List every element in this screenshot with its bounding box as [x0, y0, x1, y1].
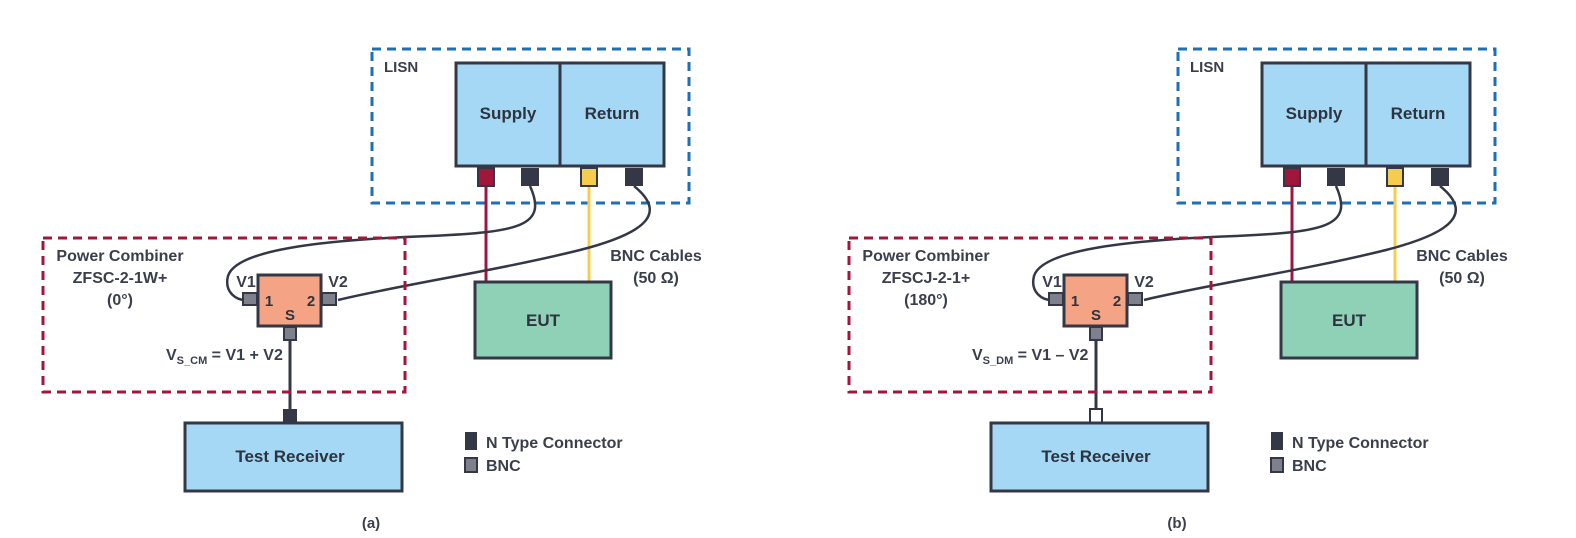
- test-receiver-box: [989, 421, 1210, 493]
- return-box: [1364, 61, 1472, 168]
- supply-box: [454, 61, 562, 168]
- return-gnd-connector: [625, 168, 643, 186]
- supply-ntype-connector: [1283, 167, 1301, 187]
- sum-port-label: S: [285, 307, 295, 324]
- legend-bnc-label: BNC: [1292, 458, 1327, 475]
- cables-label: BNC Cables: [610, 248, 702, 265]
- eut-box: [1279, 280, 1419, 360]
- legend-bnc-swatch: [464, 457, 478, 473]
- diagram-b: LISN Supply Return EUT BNC Cables (50 Ω)…: [847, 47, 1508, 532]
- combiner-model: ZFSCJ-2-1+: [882, 270, 970, 287]
- cables-impedance: (50 Ω): [1439, 270, 1485, 287]
- legend-bnc-label: BNC: [486, 458, 521, 475]
- combiner-phase: (180°): [904, 292, 948, 309]
- test-receiver-label: Test Receiver: [1041, 447, 1151, 466]
- diagram-a: LISN Supply Return EUT BNC Cables (50 Ω)…: [41, 47, 702, 532]
- legend-bnc-swatch: [1270, 457, 1284, 473]
- combiner-region: [847, 236, 1213, 394]
- combiner-model: ZFSC-2-1W+: [73, 270, 168, 287]
- return-box: [558, 61, 666, 168]
- supply-label: Supply: [480, 104, 537, 123]
- v2-cable: [1143, 185, 1458, 302]
- v2-label: V2: [328, 274, 348, 291]
- v2-cable: [337, 185, 652, 302]
- v1-label: V1: [236, 274, 256, 291]
- return-label: Return: [585, 104, 640, 123]
- lisn-region: [370, 47, 691, 205]
- combiner-region: [41, 236, 407, 394]
- legend-ntype-label: N Type Connector: [1292, 435, 1429, 452]
- port2-label: 2: [307, 293, 315, 310]
- combiner-phase: (0°): [107, 292, 133, 309]
- port1-label: 1: [265, 293, 273, 310]
- return-bnc-connector: [1386, 167, 1404, 187]
- sum-port-bnc: [1089, 326, 1103, 341]
- lisn-label: LISN: [1190, 59, 1224, 76]
- cables-label: BNC Cables: [1416, 248, 1508, 265]
- port1-bnc: [242, 292, 258, 306]
- legend-ntype-swatch: [1271, 432, 1283, 450]
- combiner-title: Power Combiner: [862, 248, 989, 265]
- lisn-region: [1176, 47, 1497, 205]
- port2-bnc: [1127, 292, 1143, 306]
- cables-impedance: (50 Ω): [633, 270, 679, 287]
- supply-ntype-connector: [477, 167, 495, 187]
- v1-cable: [225, 185, 537, 302]
- caption: (a): [362, 515, 380, 532]
- v1-label: V1: [1042, 274, 1062, 291]
- test-receiver-label: Test Receiver: [235, 447, 345, 466]
- supply-label: Supply: [1286, 104, 1343, 123]
- supply-gnd-connector: [521, 168, 539, 186]
- eut-box: [473, 280, 613, 360]
- port2-label: 2: [1113, 293, 1121, 310]
- formula: VS_DM = V1 – V2: [972, 347, 1089, 367]
- lisn-label: LISN: [384, 59, 418, 76]
- eut-label: EUT: [526, 311, 561, 330]
- caption: (b): [1167, 515, 1186, 532]
- sum-port-label: S: [1091, 307, 1101, 324]
- formula: VS_CM = V1 + V2: [166, 347, 283, 367]
- v2-label: V2: [1134, 274, 1154, 291]
- v1-cable: [1031, 185, 1343, 302]
- port1-label: 1: [1071, 293, 1079, 310]
- combiner-title: Power Combiner: [56, 248, 183, 265]
- return-gnd-connector: [1431, 168, 1449, 186]
- receiver-ntype-connector: [283, 409, 297, 423]
- return-bnc-connector: [580, 167, 598, 187]
- receiver-open-connector: [1089, 408, 1103, 424]
- eut-label: EUT: [1332, 311, 1367, 330]
- legend-ntype-swatch: [465, 432, 477, 450]
- test-receiver-box: [183, 421, 404, 493]
- port1-bnc: [1048, 292, 1064, 306]
- supply-gnd-connector: [1327, 168, 1345, 186]
- legend-ntype-label: N Type Connector: [486, 435, 623, 452]
- sum-port-bnc: [283, 326, 297, 341]
- port2-bnc: [321, 292, 337, 306]
- return-label: Return: [1391, 104, 1446, 123]
